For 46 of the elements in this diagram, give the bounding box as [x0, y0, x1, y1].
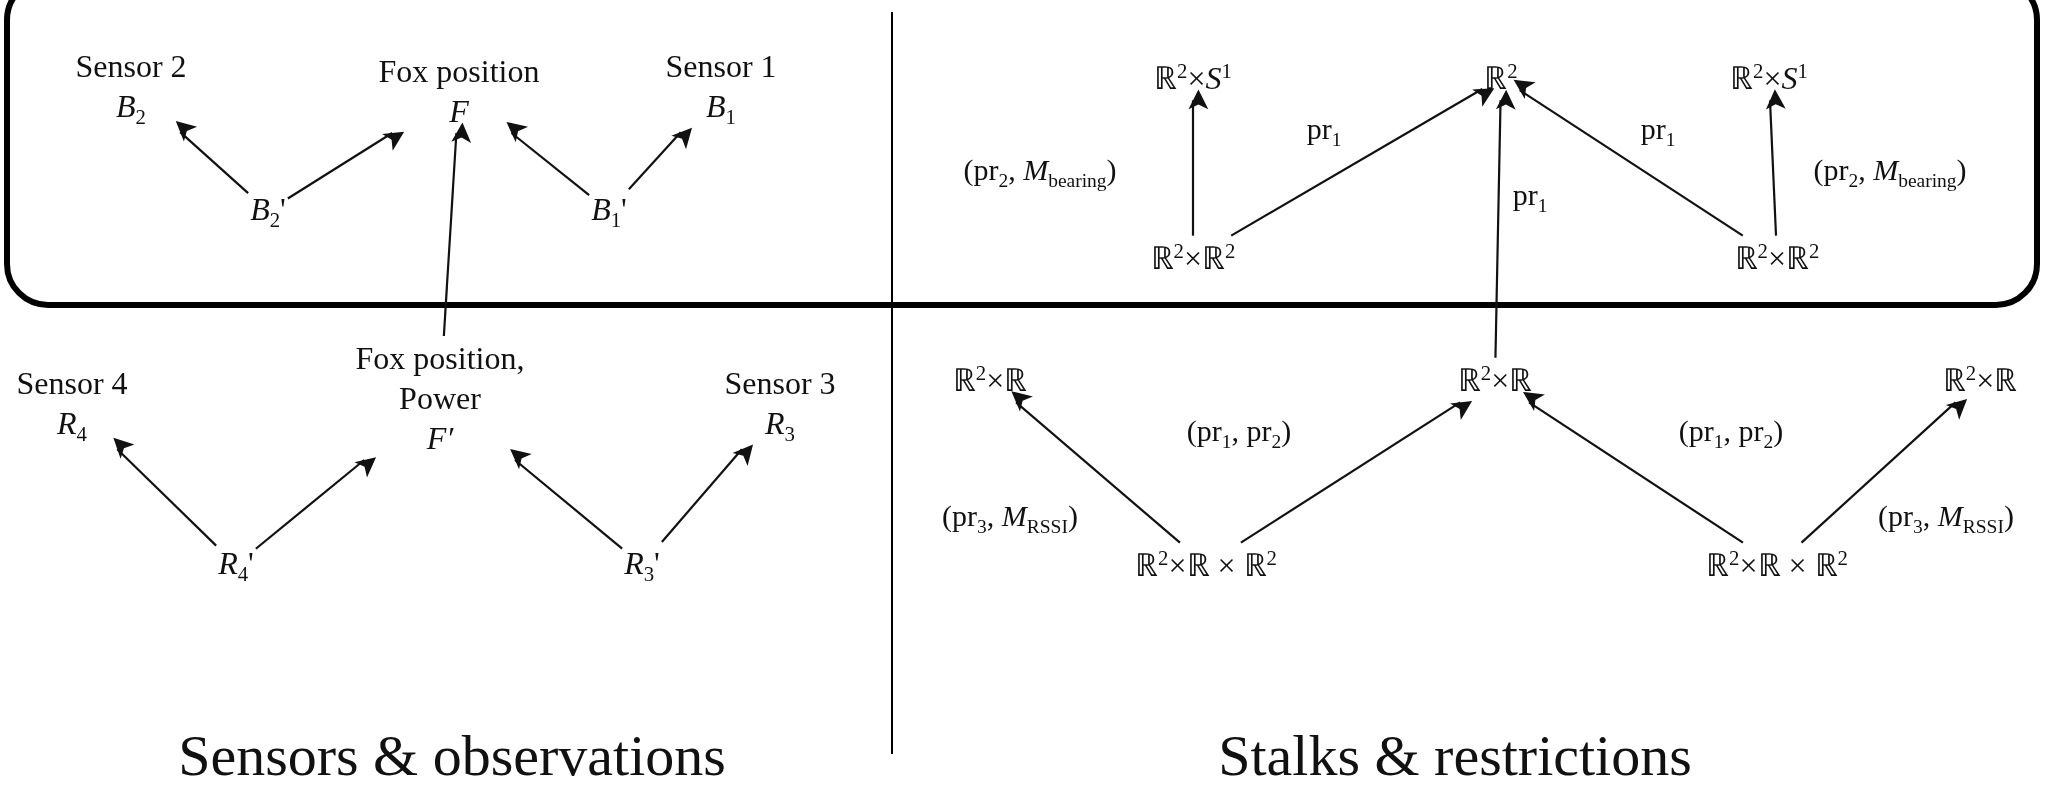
panel-caption: Stalks & restrictions [1218, 721, 1692, 789]
arrow [287, 131, 405, 200]
arrow [628, 127, 693, 190]
node-symbol: R$_{4}$ [57, 403, 87, 448]
arrow [1230, 88, 1495, 237]
node-symbol: F′ [426, 419, 454, 458]
arrow [113, 437, 217, 547]
node-title: Sensor 1 [665, 46, 777, 86]
node-title: Sensor 3 [724, 363, 836, 403]
space-label: R$_{3}$' [624, 542, 660, 588]
arrow [1188, 89, 1209, 236]
space-label: B$_{1}$' [591, 188, 627, 234]
arrow [1011, 391, 1181, 544]
space-label: ℝ$^{2}$×ℝ$^{2}$ [1150, 237, 1236, 279]
arrow [1494, 89, 1516, 358]
arrow [1240, 401, 1473, 544]
node-symbol: R$_{3}$ [765, 403, 795, 448]
node-symbol: B$_{1}$ [706, 86, 736, 131]
space-label: ℝ$^{2}$×S$^{1}$ [1730, 57, 1808, 99]
node-title: Fox position [378, 52, 540, 91]
arrow [1522, 391, 1744, 544]
space-label: ℝ$^{2}$×ℝ × ℝ$^{2}$ [1135, 544, 1277, 586]
space-label: ℝ$^{2}$×ℝ [1457, 359, 1533, 401]
arrow [255, 457, 377, 550]
node-title: Sensor 4 [16, 363, 128, 403]
space-label: ℝ$^{2}$×ℝ$^{2}$ [1734, 237, 1820, 279]
arrow [510, 448, 623, 550]
node-symbol: B$_{2}$ [116, 86, 146, 131]
space-label: B$_{2}$' [250, 188, 286, 234]
node-title: Fox position, Power [354, 339, 526, 418]
arrow [1765, 89, 1786, 236]
arrow [1513, 79, 1744, 237]
node-symbol: F [449, 92, 469, 131]
space-label: ℝ$^{2}$×ℝ [952, 359, 1028, 401]
space-label: R$_{4}$' [218, 542, 254, 588]
space-label: ℝ$^{2}$×S$^{1}$ [1154, 57, 1232, 99]
arrow [175, 120, 249, 194]
space-label: ℝ$^{2}$×ℝ × ℝ$^{2}$ [1706, 544, 1848, 586]
panel-caption: Sensors & observations [178, 721, 726, 789]
arrow [1800, 399, 1968, 544]
space-label: ℝ$^{2}$ [1484, 57, 1518, 99]
arrow [661, 444, 754, 543]
node-title: Sensor 2 [75, 46, 187, 86]
arrow [442, 122, 472, 337]
space-label: ℝ$^{2}$×ℝ [1942, 359, 2018, 401]
arrow [506, 122, 590, 196]
